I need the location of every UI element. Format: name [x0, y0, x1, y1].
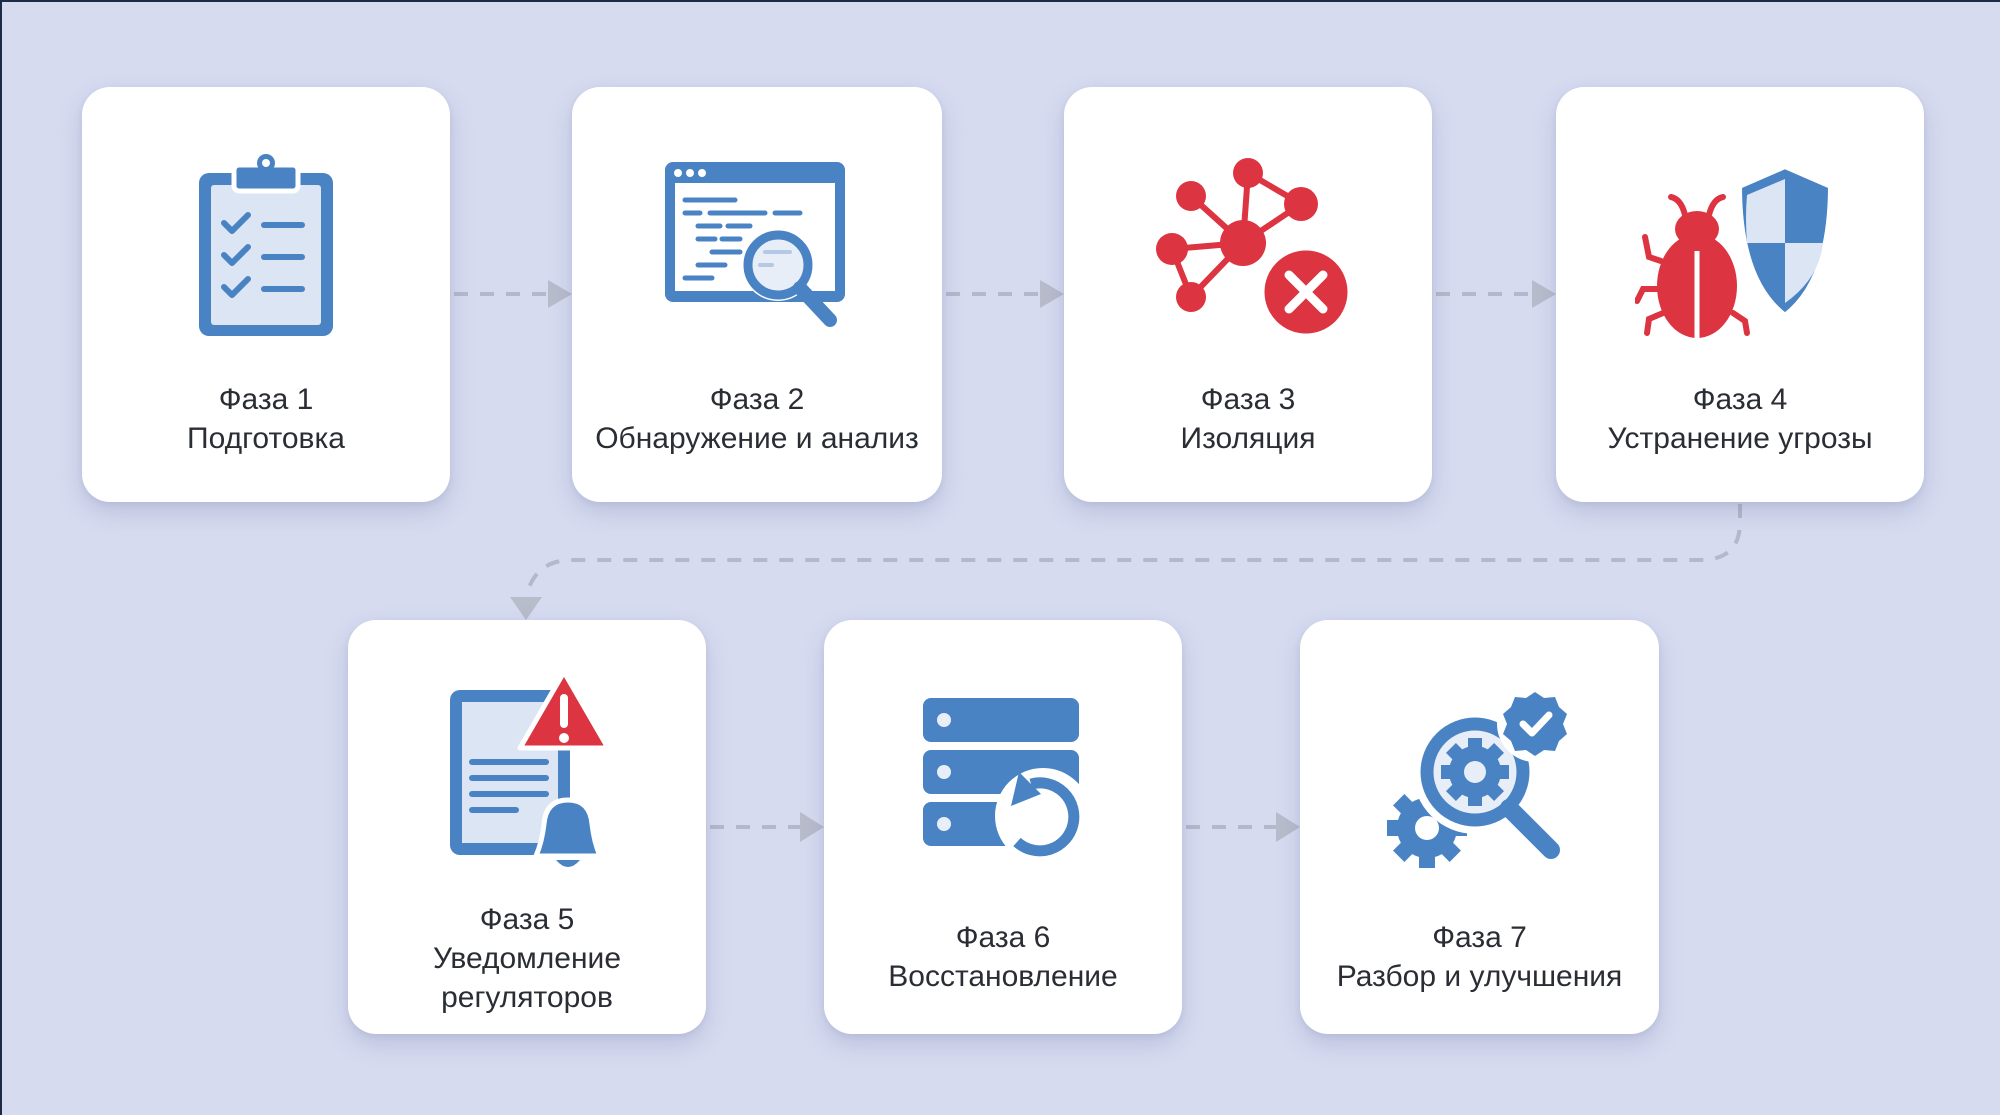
phase-label: Фаза 1 Подготовка [82, 380, 450, 458]
phase-number: Фаза 6 [955, 921, 1051, 954]
phase-title: Устранение угрозы [1607, 422, 1873, 455]
arrowhead-3-4 [1532, 280, 1556, 308]
phase-card-4: Фаза 4 Устранение угрозы [1556, 87, 1924, 502]
phase-title: Изоляция [1180, 422, 1316, 455]
phase-card-1: Фаза 1 Подготовка [82, 87, 450, 502]
phase-title: Уведомление [432, 942, 621, 975]
arrowhead-5-6 [800, 812, 824, 842]
phase-title: Восстановление [888, 960, 1118, 993]
phase-title-line-2: регуляторов [441, 981, 613, 1014]
clipboard-checklist-icon [199, 154, 333, 336]
phase-title: Подготовка [187, 422, 345, 455]
phase-number: Фаза 4 [1692, 383, 1788, 416]
phase-card-6: Фаза 6 Восстановление [824, 620, 1182, 1034]
network-disconnect-icon [1156, 158, 1348, 339]
phase-label: Фаза 3 Изоляция [1064, 380, 1432, 458]
arrowhead-6-7 [1276, 812, 1300, 842]
phase-card-5: Фаза 5 Уведомление регуляторов [348, 620, 706, 1034]
phase-number: Фаза 5 [479, 903, 575, 936]
bell-icon [533, 797, 603, 859]
arrowhead-2-3 [1040, 280, 1064, 308]
phase-label: Фаза 6 Восстановление [824, 918, 1182, 996]
arrowhead-1-2 [548, 280, 572, 308]
phase-label: Фаза 5 Уведомление регуляторов [348, 900, 706, 1017]
gear-icon [1440, 738, 1509, 806]
browser-code-magnifier-icon [665, 162, 845, 327]
phase-label: Фаза 7 Разбор и улучшения [1300, 918, 1659, 996]
phase-card-7: Фаза 7 Разбор и улучшения [1300, 620, 1659, 1034]
phase-card-2: Фаза 2 Обнаружение и анализ [572, 87, 942, 502]
phase-number: Фаза 7 [1432, 921, 1527, 954]
phase-title: Разбор и улучшения [1336, 960, 1623, 993]
phase-label: Фаза 2 Обнаружение и анализ [572, 380, 942, 458]
server-restore-icon [923, 698, 1091, 864]
arrowhead-4-5 [510, 597, 542, 620]
phase-label: Фаза 4 Устранение угрозы [1556, 380, 1924, 458]
gear-magnifier-badge-icon [1386, 686, 1573, 868]
phase-number: Фаза 2 [709, 383, 805, 416]
phase-card-3: Фаза 3 Изоляция [1064, 87, 1432, 502]
phase-number: Фаза 1 [218, 383, 314, 416]
phase-title: Обнаружение и анализ [595, 422, 919, 455]
phase-number: Фаза 3 [1200, 383, 1296, 416]
bug-icon [1635, 194, 1750, 338]
connector-4-5 [524, 504, 1742, 599]
bug-shield-icon [1635, 162, 1835, 339]
check-badge-icon [1496, 686, 1573, 762]
document-alert-bell-icon [450, 669, 611, 867]
